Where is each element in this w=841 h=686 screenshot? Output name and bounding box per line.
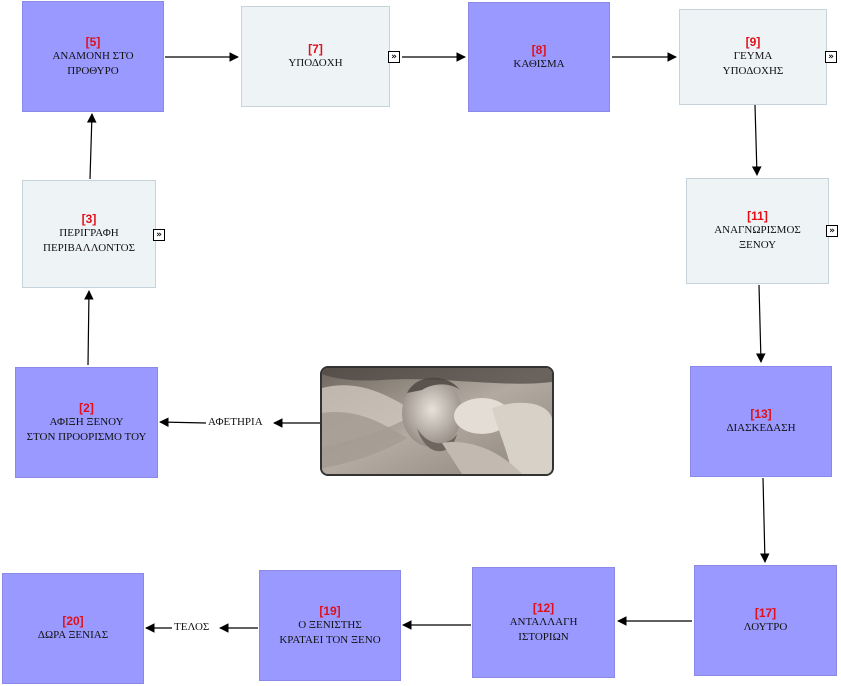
node-9[interactable]: [9] ΓΕΥΜΑ ΥΠΟΔΟΧΗΣ <box>679 9 827 105</box>
expand-node-9-icon[interactable]: » <box>825 51 837 63</box>
node-number: [7] <box>308 42 323 56</box>
node-text: ΛΟΥΤΡΟ <box>744 620 788 635</box>
node-number: [13] <box>750 407 771 421</box>
node-11[interactable]: [11] ΑΝΑΓΝΩΡΙΣΜΟΣ ΞΕΝΟΥ <box>686 178 829 284</box>
node-number: [5] <box>86 35 101 49</box>
node-number: [9] <box>746 35 761 49</box>
node-7[interactable]: [7] ΥΠΟΔΟΧΗ <box>241 6 390 107</box>
edge-label-end: ΤΕΛΟΣ <box>174 621 209 633</box>
node-text: ΙΣΤΟΡΙΩΝ <box>518 630 568 645</box>
node-text: ΞΕΝΟΥ <box>739 238 776 253</box>
node-8[interactable]: [8] ΚΑΘΙΣΜΑ <box>468 2 610 112</box>
node-number: [17] <box>755 606 776 620</box>
node-3[interactable]: [3] ΠΕΡΙΓΡΑΦΗ ΠΕΡΙΒΑΛΛΟΝΤΟΣ <box>22 180 156 288</box>
arrow-11-to-13 <box>759 285 761 362</box>
node-12[interactable]: [12] ΑΝΤΑΛΛΑΓΗ ΙΣΤΟΡΙΩΝ <box>472 567 615 678</box>
sculpture-photo[interactable] <box>320 366 554 476</box>
node-number: [2] <box>79 401 94 415</box>
arrow-afet-to-2 <box>160 422 206 423</box>
node-13[interactable]: [13] ΔΙΑΣΚΕΔΑΣΗ <box>690 366 832 477</box>
node-number: [8] <box>532 43 547 57</box>
arrow-3-to-5 <box>90 114 92 179</box>
expand-node-3-icon[interactable]: » <box>153 229 165 241</box>
expand-node-7-icon[interactable]: » <box>388 51 400 63</box>
sculpture-image <box>322 368 552 474</box>
arrow-2-to-3 <box>88 291 89 365</box>
node-19[interactable]: [19] Ο ΞΕΝΙΣΤΗΣ ΚΡΑΤΑΕΙ ΤΟΝ ΞΕΝΟ <box>259 570 401 681</box>
node-text: ΥΠΟΔΟΧΗ <box>288 56 342 71</box>
node-number: [12] <box>533 601 554 615</box>
expand-node-11-icon[interactable]: » <box>826 225 838 237</box>
node-text: ΑΝΑΓΝΩΡΙΣΜΟΣ <box>714 223 801 238</box>
node-2[interactable]: [2] ΑΦΙΞΗ ΞΕΝΟΥ ΣΤΟΝ ΠΡΟΟΡΙΣΜΟ ΤΟΥ <box>15 367 158 478</box>
node-number: [11] <box>747 209 768 223</box>
node-text: ΑΦΙΞΗ ΞΕΝΟΥ <box>49 415 123 430</box>
node-number: [19] <box>319 604 340 618</box>
node-text: ΓΕΥΜΑ <box>734 49 773 64</box>
node-20[interactable]: [20] ΔΩΡΑ ΞΕΝΙΑΣ <box>2 573 144 684</box>
node-text: ΑΝΑΜΟΝΗ ΣΤΟ <box>52 49 133 64</box>
node-number: [20] <box>62 614 83 628</box>
node-text: ΔΙΑΣΚΕΔΑΣΗ <box>726 421 795 436</box>
node-text: ΚΑΘΙΣΜΑ <box>513 57 564 72</box>
node-text: ΠΡΟΘΥΡΟ <box>67 64 118 79</box>
node-text: Ο ΞΕΝΙΣΤΗΣ <box>298 618 362 633</box>
node-text: ΚΡΑΤΑΕΙ ΤΟΝ ΞΕΝΟ <box>279 633 380 648</box>
arrow-13-to-17 <box>763 478 765 562</box>
node-text: ΠΕΡΙΒΑΛΛΟΝΤΟΣ <box>43 241 135 256</box>
node-5[interactable]: [5] ΑΝΑΜΟΝΗ ΣΤΟ ΠΡΟΘΥΡΟ <box>22 1 164 112</box>
edge-label-start: ΑΦΕΤΗΡΙΑ <box>208 416 263 428</box>
node-text: ΠΕΡΙΓΡΑΦΗ <box>59 226 118 241</box>
arrow-9-to-11 <box>755 105 757 175</box>
node-text: ΔΩΡΑ ΞΕΝΙΑΣ <box>38 628 108 643</box>
node-text: ΑΝΤΑΛΛΑΓΗ <box>510 615 578 630</box>
node-text: ΣΤΟΝ ΠΡΟΟΡΙΣΜΟ ΤΟΥ <box>27 430 147 445</box>
node-17[interactable]: [17] ΛΟΥΤΡΟ <box>694 565 837 676</box>
node-text: ΥΠΟΔΟΧΗΣ <box>723 64 784 79</box>
node-number: [3] <box>82 212 97 226</box>
